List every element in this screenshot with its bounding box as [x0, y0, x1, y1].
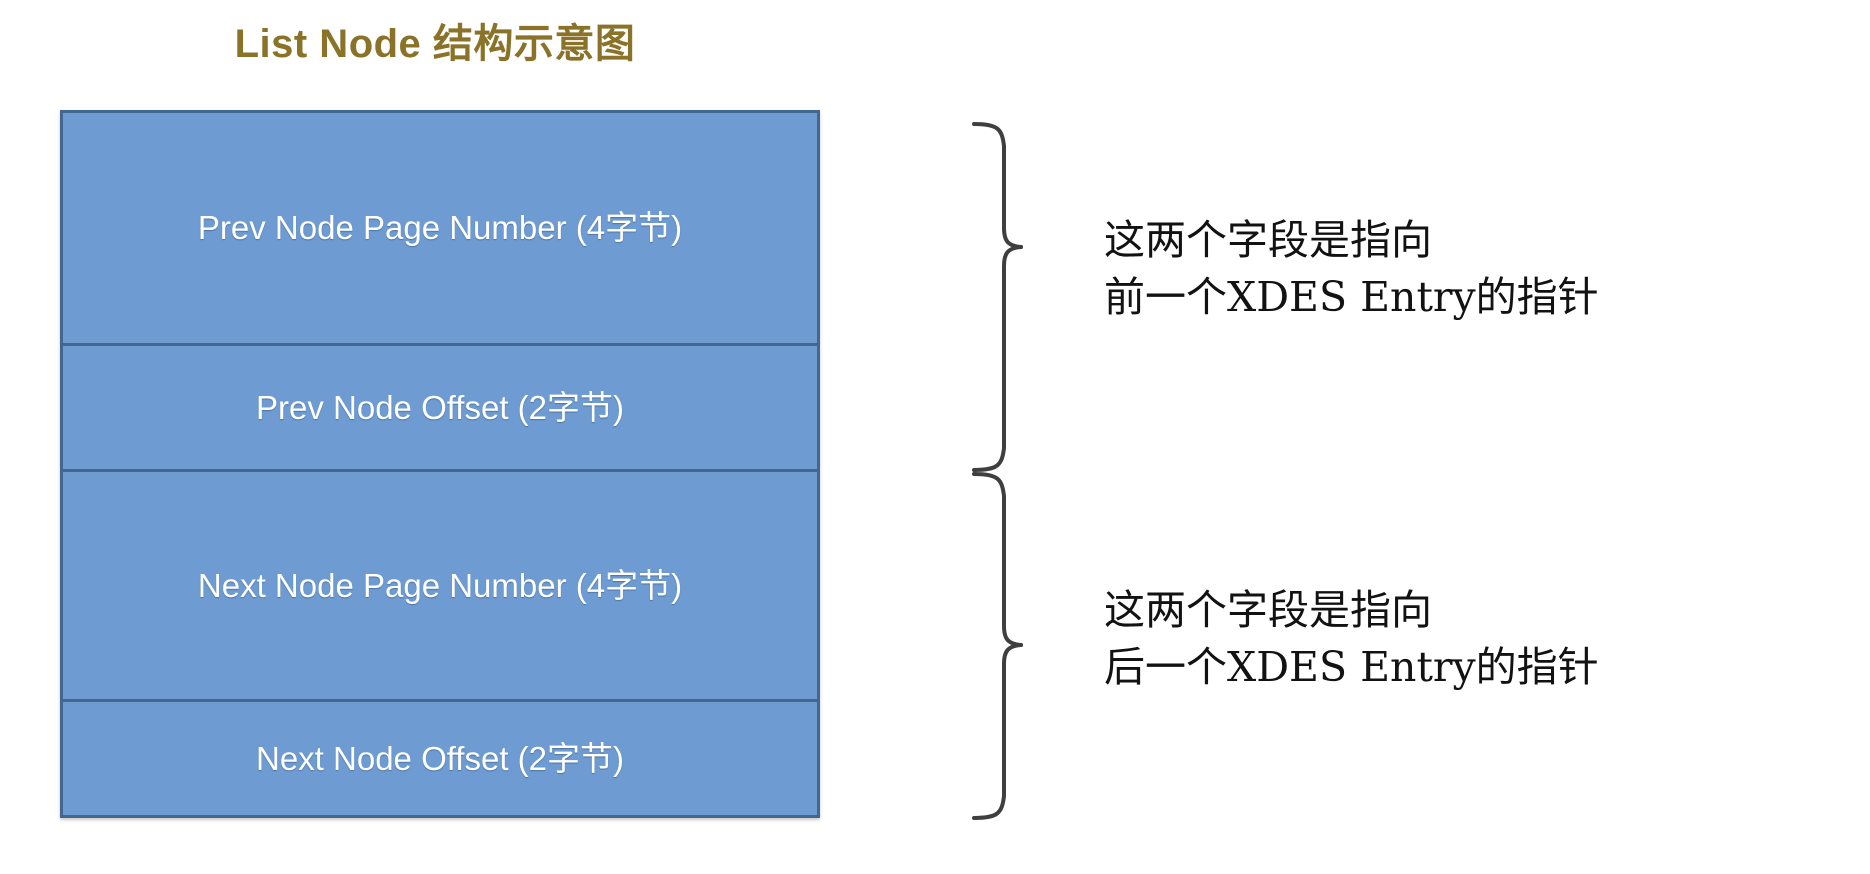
- prev-fields-brace-icon: [972, 122, 1023, 472]
- annotation-next-pointer-note: 这两个字段是指向 后一个XDES Entry的指针: [1104, 582, 1599, 696]
- list-node-field-stack: Prev Node Page Number (4字节) Prev Node Of…: [60, 110, 820, 818]
- annotation-line-2: 前一个XDES Entry的指针: [1104, 273, 1599, 321]
- field-row-next-node-page-number: Next Node Page Number (4字节): [63, 469, 817, 699]
- field-label: Prev Node Page Number (4字节): [197, 209, 683, 246]
- field-label: Next Node Offset (2字节): [255, 739, 624, 777]
- field-label: Prev Node Offset (2字节): [255, 388, 624, 426]
- next-fields-brace-icon: [972, 472, 1023, 820]
- field-row-prev-node-page-number: Prev Node Page Number (4字节): [63, 113, 817, 343]
- page-title: List Node 结构示意图: [234, 22, 636, 66]
- annotation-line-1: 这两个字段是指向: [1104, 586, 1432, 634]
- annotation-line-1: 这两个字段是指向: [1104, 216, 1432, 264]
- annotation-prev-pointer-note: 这两个字段是指向 前一个XDES Entry的指针: [1104, 212, 1599, 326]
- field-row-prev-node-offset: Prev Node Offset (2字节): [63, 343, 817, 469]
- annotation-line-2: 后一个XDES Entry的指针: [1104, 643, 1599, 691]
- field-label: Next Node Page Number (4字节): [197, 566, 683, 604]
- field-row-next-node-offset: Next Node Offset (2字节): [63, 699, 817, 815]
